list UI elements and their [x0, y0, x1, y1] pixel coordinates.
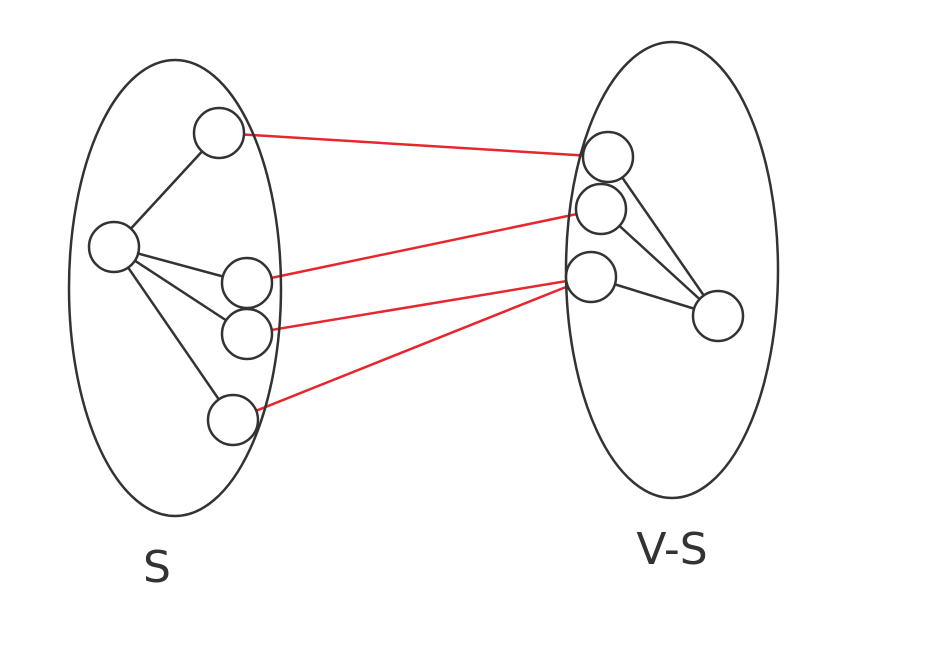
node-s5	[206, 393, 260, 447]
node-s1	[192, 106, 246, 160]
node-s2	[87, 220, 141, 274]
node-v1	[581, 130, 635, 184]
cut-edge-s4-v3	[246, 275, 592, 336]
set-s-label: S	[143, 542, 171, 593]
node-v2	[574, 182, 628, 236]
set-s-outline	[67, 58, 283, 518]
node-s3	[220, 256, 274, 310]
nodes-layer	[87, 106, 745, 447]
edges-layer	[112, 131, 720, 422]
edge-v1-v4	[606, 156, 720, 317]
sets-layer	[67, 40, 780, 518]
node-v3	[564, 250, 618, 304]
set-v-minus-s-label: V-S	[636, 524, 707, 575]
node-v4	[691, 289, 745, 343]
cut-edge-s1-v1	[218, 131, 609, 159]
cut-edge-s3-v2	[246, 207, 602, 285]
cut-edge-s5-v3	[232, 275, 592, 422]
edge-s2-s5	[112, 246, 235, 421]
node-s4	[220, 307, 274, 361]
edge-s2-s4	[113, 245, 248, 336]
edge-v2-v4	[600, 208, 719, 317]
